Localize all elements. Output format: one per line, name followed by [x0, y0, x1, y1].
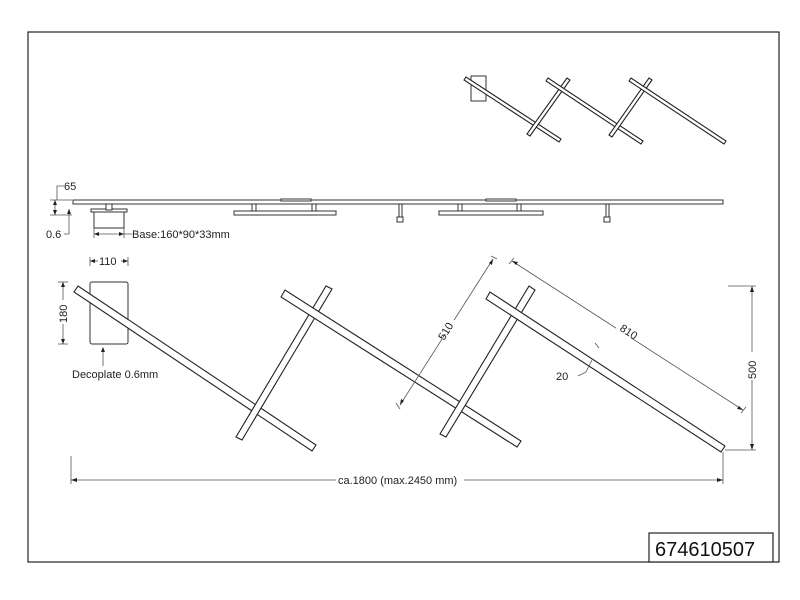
thumb-cross-1	[526, 77, 571, 137]
side-stem-2a	[457, 203, 463, 212]
side-lower-bar-1	[233, 210, 337, 216]
top-thumbnail-view	[463, 75, 727, 145]
base-label: Base:160*90*33mm	[132, 229, 230, 241]
dim-0.6-leader	[64, 209, 70, 235]
total-length-label: ca.1800 (max.2450 mm)	[338, 475, 457, 487]
side-base	[93, 210, 125, 229]
drawing-frame	[27, 31, 780, 563]
side-post-2-end	[603, 216, 611, 223]
dim-20-leader	[577, 359, 593, 377]
cross-bar-1	[235, 285, 333, 441]
dim-810-tick-bottom	[740, 406, 747, 414]
dim-65-arrow-bottom	[53, 210, 57, 215]
dim-base-arrow-right	[119, 232, 124, 236]
product-code: 674610507	[655, 539, 755, 561]
dim-65-label: 65	[64, 181, 76, 193]
dim-base-arrow-left	[94, 232, 99, 236]
side-post-1-end	[396, 216, 404, 223]
side-post-1	[398, 203, 403, 219]
light-bar-3	[485, 291, 726, 453]
cross-bar-2	[439, 285, 536, 438]
dim-110-label: 110	[99, 256, 117, 268]
dim-length-arrow-left	[71, 478, 77, 482]
dim-20-tick	[594, 342, 600, 349]
side-lower-bar-2	[438, 210, 544, 216]
dim-500-arrow-top	[750, 286, 754, 292]
dim-65-arrow-top	[53, 200, 57, 205]
dim-length-arrow-right	[717, 478, 723, 482]
dim-20-label: 20	[556, 371, 568, 383]
dim-510-arrow-bottom	[400, 399, 404, 405]
dim-510-tick-bottom	[395, 402, 401, 410]
dim-810-label-bg	[616, 322, 640, 338]
dim-810-arrow-bottom	[737, 406, 743, 410]
side-base-stem	[105, 203, 113, 211]
side-connector-2	[485, 198, 517, 202]
side-elevation-view: 65 0.6 Base:160*90*33mm	[46, 181, 724, 241]
product-code-frame	[648, 532, 774, 563]
dim-110-arrow-left	[90, 259, 95, 263]
thumb-cross-2	[608, 77, 653, 138]
dim-810-arrow-top	[512, 261, 518, 265]
dim-500-arrow-bottom	[750, 444, 754, 450]
dim-110-arrow-right	[123, 259, 128, 263]
dim-0.6-label: 0.6	[46, 229, 61, 241]
side-main-rail	[72, 199, 724, 205]
dim-65-leader	[56, 185, 64, 200]
decoplate-arrow	[101, 347, 105, 352]
dim-510-label-bg	[436, 320, 458, 334]
side-stem-1a	[251, 203, 257, 212]
side-stem-1b	[311, 203, 317, 212]
dim-510-arrow-top	[489, 259, 493, 265]
decoplate-label: Decoplate 0.6mm	[72, 369, 158, 381]
side-post-2	[605, 203, 610, 219]
side-connector-1	[280, 198, 312, 202]
thumb-bar-3	[628, 77, 727, 145]
dim-180-arrow-top	[61, 282, 65, 287]
front-view: 110 180 Decoplate 0.6mm 510 810	[58, 255, 759, 487]
dim-810-tick-top	[508, 257, 515, 265]
dim-500-label: 500	[747, 361, 759, 379]
dim-180-arrow-bottom	[61, 339, 65, 344]
product-code-box: 674610507	[648, 532, 774, 563]
dim-0.6-arrow	[67, 209, 71, 214]
side-stem-2b	[516, 203, 522, 212]
dim-510-tick-top	[490, 255, 498, 260]
dim-180-label: 180	[58, 305, 70, 323]
